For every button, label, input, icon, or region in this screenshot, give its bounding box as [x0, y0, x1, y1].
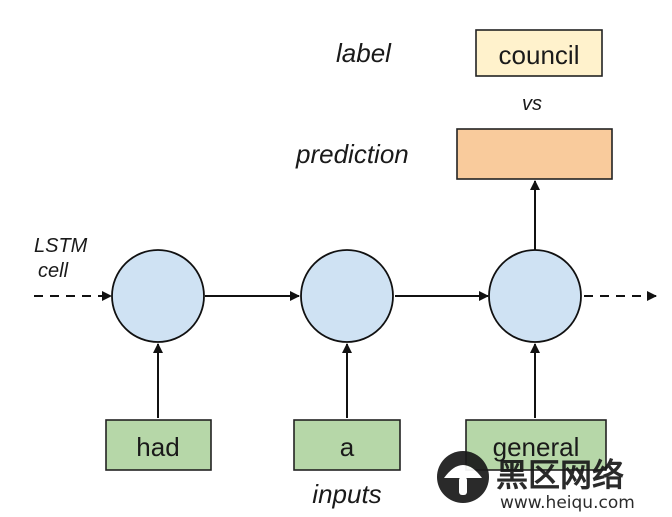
vs-caption: vs — [522, 93, 542, 115]
input-box-2 — [293, 419, 401, 471]
watermark-url: www.heiqu.com — [500, 493, 635, 513]
input-box-2-text: a — [340, 432, 355, 462]
prediction-caption: prediction — [295, 139, 409, 169]
lstm-caption-line1: LSTM — [34, 235, 88, 257]
label-caption: label — [336, 38, 392, 68]
input-box-1 — [105, 419, 212, 471]
lstm-caption-line2: cell — [38, 260, 69, 282]
lstm-cell-3 — [488, 249, 582, 343]
mushroom-cap-icon — [444, 465, 482, 478]
label-box — [475, 29, 603, 77]
prediction-box — [456, 128, 613, 180]
lstm-cell-1 — [111, 249, 205, 343]
inputs-caption: inputs — [312, 479, 381, 509]
lstm-cell-2 — [300, 249, 394, 343]
watermark-name: 黑区网络 — [496, 456, 624, 494]
mushroom-stem-icon — [459, 477, 467, 495]
input-box-3 — [465, 419, 607, 471]
input-box-3-text: general — [493, 432, 580, 462]
label-box-text: council — [499, 40, 580, 70]
watermark: 黑区网络 www.heiqu.com — [437, 451, 635, 513]
input-box-1-text: had — [136, 432, 179, 462]
